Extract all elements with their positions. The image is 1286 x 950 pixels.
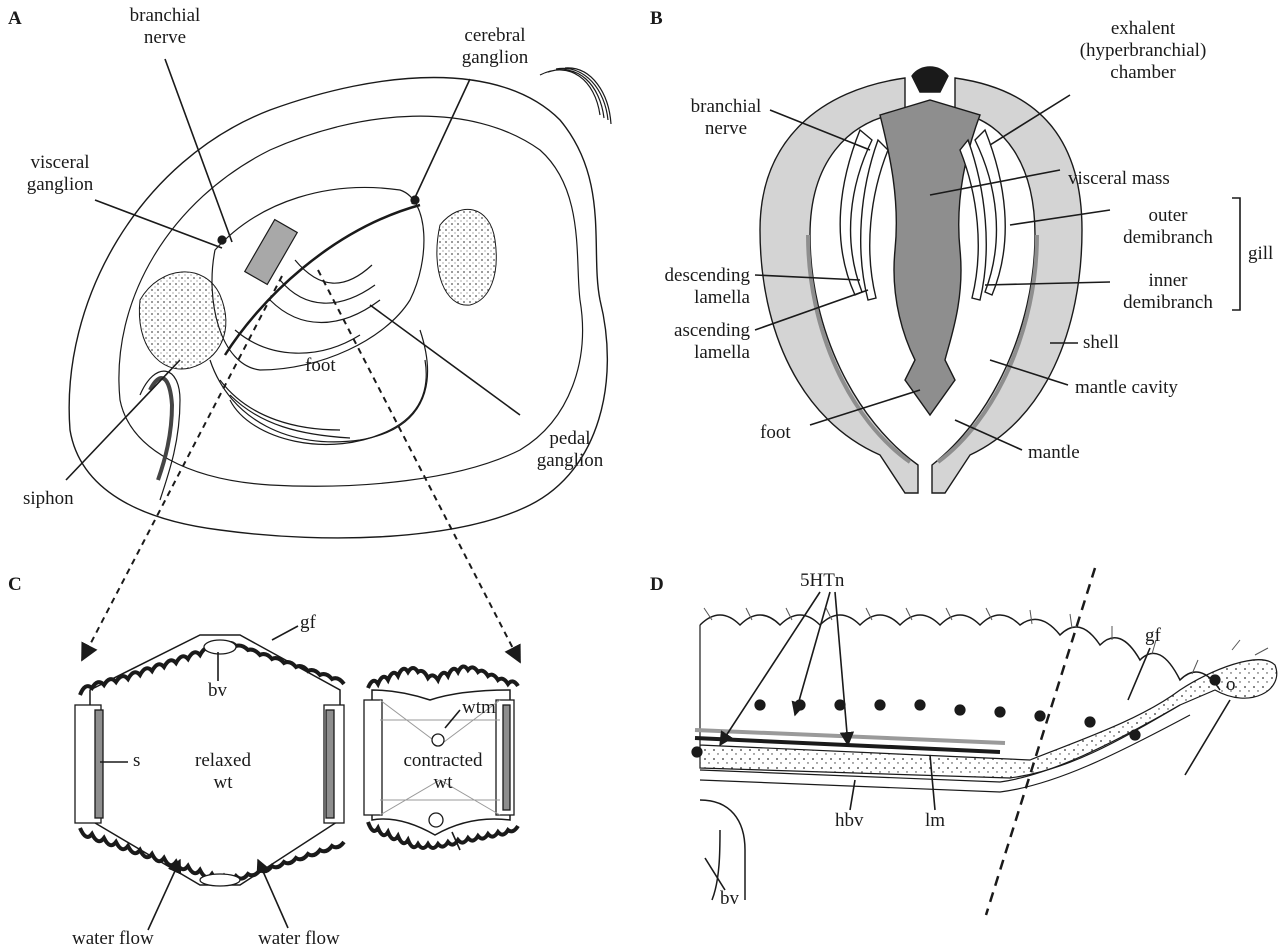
- filament-nucleus-9: [1085, 717, 1095, 727]
- filament-nucleus-5: [915, 700, 925, 710]
- label-d-o: o: [1226, 674, 1236, 696]
- label-d-5htn: 5HTn: [800, 570, 844, 592]
- label-b-mantle: mantle: [1028, 442, 1080, 464]
- label-b-exhalent-chamber: exhalent(hyperbranchial)chamber: [1068, 18, 1218, 84]
- siphon-dark: [150, 378, 172, 480]
- left-adductor: [139, 272, 226, 369]
- filament-nucleus-10: [1130, 730, 1140, 740]
- label-b-mantle-cavity: mantle cavity: [1075, 377, 1178, 399]
- relaxed-top-bv: [204, 640, 236, 654]
- contracted-top-bv: [432, 734, 444, 746]
- label-c-water-flow-left: water flow: [72, 928, 154, 950]
- contracted-left-septum: [364, 700, 382, 815]
- visceral-ganglion-mark: [218, 236, 226, 244]
- filament-nucleus-3: [835, 700, 845, 710]
- contracted-right-septum-dark: [503, 705, 510, 810]
- nerve-line: [225, 205, 420, 355]
- label-c-wtm: wtm: [462, 697, 496, 719]
- filament-nucleus-1: [755, 700, 765, 710]
- label-d-lm: lm: [925, 810, 945, 832]
- label-c-bv: bv: [208, 680, 227, 702]
- panel-d-filament-detail: [692, 608, 1277, 900]
- right-adductor: [437, 209, 496, 305]
- gill-section-block: [245, 220, 298, 285]
- relaxed-left-septum-dark: [95, 710, 103, 818]
- panel-letter-c: C: [8, 574, 22, 596]
- contracted-top-filaments: [368, 666, 518, 688]
- label-c-s: s: [133, 750, 140, 772]
- filament-nucleus-4: [875, 700, 885, 710]
- contracted-bottom-bv: [429, 813, 443, 827]
- filament-row: [700, 625, 1277, 778]
- panel-letter-b: B: [650, 8, 663, 30]
- filament-nucleus-6: [955, 705, 965, 715]
- label-b-shell: shell: [1083, 332, 1119, 354]
- label-d-gf: gf: [1145, 625, 1161, 647]
- umbo-ridges: [540, 68, 611, 124]
- panel-letter-d: D: [650, 574, 664, 596]
- foot-ridges: [220, 380, 350, 438]
- gill-bracket: [1232, 198, 1240, 310]
- label-c-water-flow-right: water flow: [258, 928, 340, 950]
- relaxed-right-septum-dark: [326, 710, 334, 818]
- label-b-gill: gill: [1248, 243, 1273, 265]
- left-gill-inner: [861, 140, 888, 300]
- label-b-visceral-mass: visceral mass: [1068, 168, 1170, 190]
- foot-outline: [210, 330, 428, 442]
- filament-nucleus-7: [995, 707, 1005, 717]
- filament-nucleus-11: [1210, 675, 1220, 685]
- label-d-hbv: hbv: [835, 810, 864, 832]
- label-c-gf: gf: [300, 612, 316, 634]
- panel-letter-a: A: [8, 8, 22, 30]
- siphon-outline: [140, 371, 180, 500]
- filament-crests: [700, 615, 1220, 690]
- relaxed-bottom-bv: [200, 874, 240, 886]
- label-b-foot: foot: [760, 422, 791, 444]
- label-a-foot: foot: [305, 355, 336, 377]
- label-a-siphon: siphon: [23, 488, 74, 510]
- label-d-bv: bv: [720, 888, 739, 910]
- hinge-ligament: [912, 67, 948, 92]
- filament-nucleus-8: [1035, 711, 1045, 721]
- nerve-dot: [692, 747, 702, 757]
